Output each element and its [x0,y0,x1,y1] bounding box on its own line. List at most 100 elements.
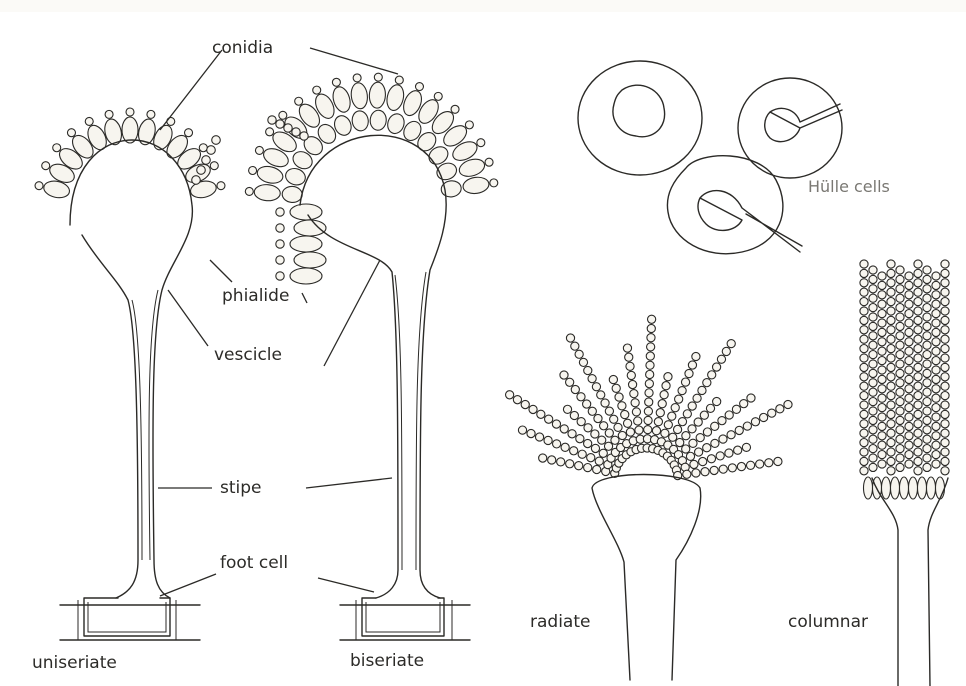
columnar-conidium [878,347,886,355]
columnar-conidium [887,420,895,428]
columnar-conidium [905,451,913,459]
columnar-conidium [905,338,913,346]
bi-conidium [255,146,263,154]
radiate-conidium [698,386,706,394]
radiate-conidium [678,418,686,426]
columnar-conidium [914,429,922,437]
uni-conidium [105,110,113,118]
columnar-phialide [864,477,873,499]
columnar-conidium [869,435,877,443]
label-uniseriate: uniseriate [32,653,117,673]
columnar-conidium [941,410,949,418]
columnar-conidium [869,369,877,377]
radiate-conidium [645,389,653,397]
columnar-conidium [896,388,904,396]
uni-conidium [192,176,201,185]
columnar-conidium [914,467,922,475]
radiate-conidium [566,378,574,386]
radiate-conidium [593,465,601,473]
uni-conidium [217,182,225,190]
radiate-conidium [545,415,553,423]
columnar-conidium [932,375,940,383]
radiate-conidium [591,430,599,438]
columnar-conidium [905,394,913,402]
radiate-conidium [570,447,578,455]
radiate-conidium [611,436,619,444]
radiate-conidium [706,404,714,412]
radiate-conidium [664,421,672,429]
radiate-conidium [646,352,654,360]
columnar-conidium [869,294,877,302]
radiate-conidium [552,420,560,428]
radiate-conidium [626,362,634,370]
columnar-conidium [896,341,904,349]
columnar-conidium [860,448,868,456]
columnar-conidium [887,392,895,400]
radiate-conidium [605,407,613,415]
columnar-conidium [932,404,940,412]
radiate-conidium [594,414,602,422]
bi-conidium [415,83,423,91]
radiate-conidium [618,431,626,439]
radiate-conidium [656,409,664,417]
columnar-conidium [941,269,949,277]
label-hulle-cells: Hülle cells [808,177,890,196]
uni-conidium [167,117,175,125]
bi-conidium [451,105,459,113]
columnar-conidium [869,360,877,368]
columnar-conidium [887,279,895,287]
radiate-conidium [740,400,748,408]
radiate-conidium [774,457,782,465]
radiate-conidium [566,334,574,342]
radiate-conidium [735,426,743,434]
label-foot-cell: foot cell [220,553,288,573]
uni-conidium [197,166,206,175]
columnar-conidium [869,463,877,471]
bi-conidium [266,128,274,136]
columnar-conidium [896,304,904,312]
bi-conidium [332,78,340,86]
radiate-conidium [597,391,605,399]
radiate-conidium [751,418,759,426]
radiate-conidium [683,470,691,478]
columnar-conidium [914,401,922,409]
uni-conidium [210,162,218,170]
uni-conidium [199,144,207,152]
columnar-conidium [869,445,877,453]
bi-conidium [434,92,442,100]
columnar-conidium [905,310,913,318]
radiate-conidium [571,342,579,350]
radiate-conidium [579,358,587,366]
bi-conidium [276,208,284,216]
columnar-conidium [860,279,868,287]
radiate-conidium [563,405,571,413]
radiate-conidium [609,375,617,383]
radiate-conidium [548,456,556,464]
bi-conidium [295,97,303,105]
columnar-conidium [887,345,895,353]
radiate-conidium [584,464,592,472]
radiate-conidium [734,446,742,454]
columnar-conidium [860,401,868,409]
columnar-conidium [878,281,886,289]
columnar-conidium [896,369,904,377]
columnar-conidium [860,467,868,475]
columnar-conidium [923,294,931,302]
radiate-conidium [658,400,666,408]
columnar-conidium [878,413,886,421]
columnar-conidium [860,429,868,437]
radiate-conidium [587,454,595,462]
radiate-conidium [681,378,689,386]
bi-conidium [292,128,300,136]
radiate-conidium [561,443,569,451]
columnar-conidium [860,288,868,296]
columnar-conidium [860,439,868,447]
radiate-conidium [711,422,719,430]
radiate-conidium [688,425,696,433]
columnar-conidium [905,432,913,440]
bi-conidium [395,76,403,84]
columnar-conidium [860,354,868,362]
columnar-conidium [860,392,868,400]
columnar-conidium [932,441,940,449]
